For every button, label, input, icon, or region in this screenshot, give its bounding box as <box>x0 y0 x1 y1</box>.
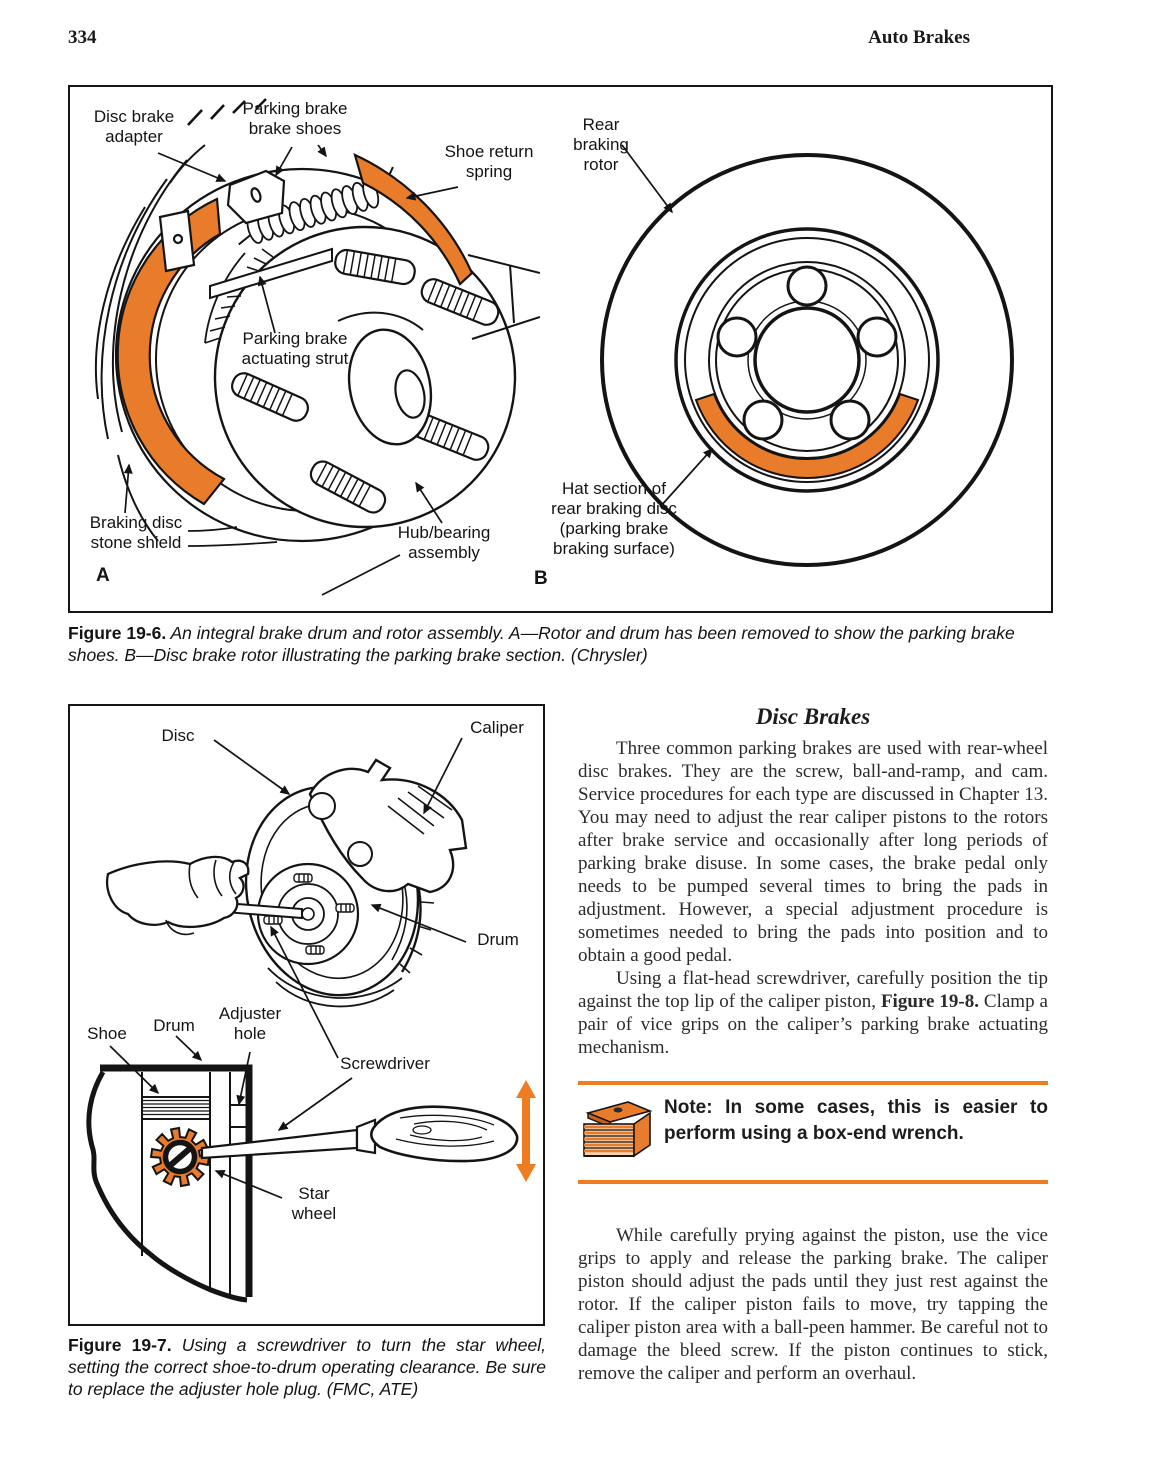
knuckle-arm <box>467 254 540 340</box>
note-text: Note: In some cases, this is easier to p… <box>664 1097 1048 1144</box>
label-star-wheel: Star wheel <box>291 1184 337 1223</box>
label-shoe-return-spring: Shoe return spring <box>444 142 534 181</box>
star-wheel-adjustment-drawing <box>86 737 536 1303</box>
paragraph-3: While carefully prying against the pisto… <box>578 1225 1048 1384</box>
label-actuating-strut: Parking brake actuating strut <box>241 329 349 368</box>
figure-19-6-caption-label: Figure 19-6. <box>68 623 167 643</box>
figure-19-7-caption-label: Figure 19-7. <box>68 1335 172 1355</box>
hub-bore <box>337 311 433 446</box>
figure-19-7-caption-text: Using a screwdriver to turn the star whe… <box>68 1335 546 1399</box>
right-brake-shoe-lining <box>353 152 474 286</box>
drum-cross-section <box>86 1064 536 1303</box>
paragraph-2: Using a flat-head screwdriver, carefully… <box>578 967 1048 1059</box>
figure-19-7: Disc Caliper Drum Shoe Drum Adjuster hol… <box>68 704 545 1326</box>
label-hub-bearing: Hub/bearing assembly <box>397 523 491 562</box>
figure-19-6: Disc brake adapter Parking brake brake s… <box>68 85 1053 613</box>
disc-brake-adapter <box>158 169 286 273</box>
label-caliper: Caliper <box>470 718 524 737</box>
paragraph-2-text-after: Clamp a pair of vice grips on the calipe… <box>578 991 1048 1058</box>
screwdriver-ferrule <box>355 1118 377 1155</box>
label-shoe: Shoe <box>87 1024 127 1043</box>
figure-19-6-caption: Figure 19-6. An integral brake drum and … <box>68 622 1063 666</box>
section-heading: Disc Brakes <box>755 704 871 729</box>
article-column: Disc Brakes Three common parking brakes … <box>578 704 1048 1385</box>
label-disc: Disc <box>161 726 195 745</box>
label-rear-braking-rotor: Rear braking rotor <box>573 115 629 174</box>
lug-holes <box>716 265 898 441</box>
star-wheel-gear <box>149 1126 211 1188</box>
torn-edge <box>86 1070 248 1303</box>
label-parking-brake-shoes: Parking brake brake shoes <box>242 99 348 138</box>
rear-rotor-drawing <box>600 144 1014 567</box>
left-brake-shoe-lining <box>116 197 226 506</box>
label-drum-lower: Drum <box>153 1016 195 1035</box>
figure-19-6-caption-text: An integral brake drum and rotor assembl… <box>68 623 1015 665</box>
paragraph-1: Three common parking brakes are used wit… <box>578 738 1048 966</box>
note-callout: Note: In some cases, this is easier to p… <box>578 1081 1048 1184</box>
label-screwdriver: Screwdriver <box>340 1054 430 1073</box>
actuating-strut <box>209 247 333 300</box>
panel-letter-b: B <box>534 568 548 589</box>
label-drum-upper: Drum <box>477 930 519 949</box>
label-disc-brake-adapter: Disc brake adapter <box>93 107 175 146</box>
panel-letter-a: A <box>96 565 110 586</box>
panel-a-leader-lines <box>123 144 459 596</box>
label-hat-section: Hat section of rear braking disc (parkin… <box>551 479 677 558</box>
panel-b-leader-lines <box>621 144 714 508</box>
toolbox-icon <box>578 1095 664 1168</box>
up-down-arrow <box>516 1080 536 1182</box>
label-adjuster-hole: Adjuster hole <box>218 1004 282 1043</box>
hand <box>105 855 250 929</box>
disc-and-caliper <box>105 758 468 1008</box>
lug-marks <box>263 873 355 955</box>
rotor-circles <box>600 153 1014 567</box>
screwdriver-handle <box>370 1105 519 1163</box>
screwdriver-blade <box>200 1128 359 1160</box>
shoe-lining <box>141 1096 211 1120</box>
parking-brake-assembly-drawing <box>94 98 540 596</box>
figure-19-7-caption: Figure 19-7. Using a screwdriver to turn… <box>68 1334 546 1400</box>
running-head: Auto Brakes <box>868 27 970 48</box>
figure-19-8-reference: Figure 19-8. <box>880 991 979 1012</box>
center-bore <box>753 306 861 414</box>
figure-7-leader-lines <box>109 737 467 1199</box>
drum-wall <box>100 1064 253 1297</box>
label-stone-shield: Braking disc stone shield <box>89 513 183 552</box>
paragraph-2-text: Using a flat-head screwdriver, carefully… <box>578 968 1048 1012</box>
page-number: 334 <box>68 27 97 48</box>
